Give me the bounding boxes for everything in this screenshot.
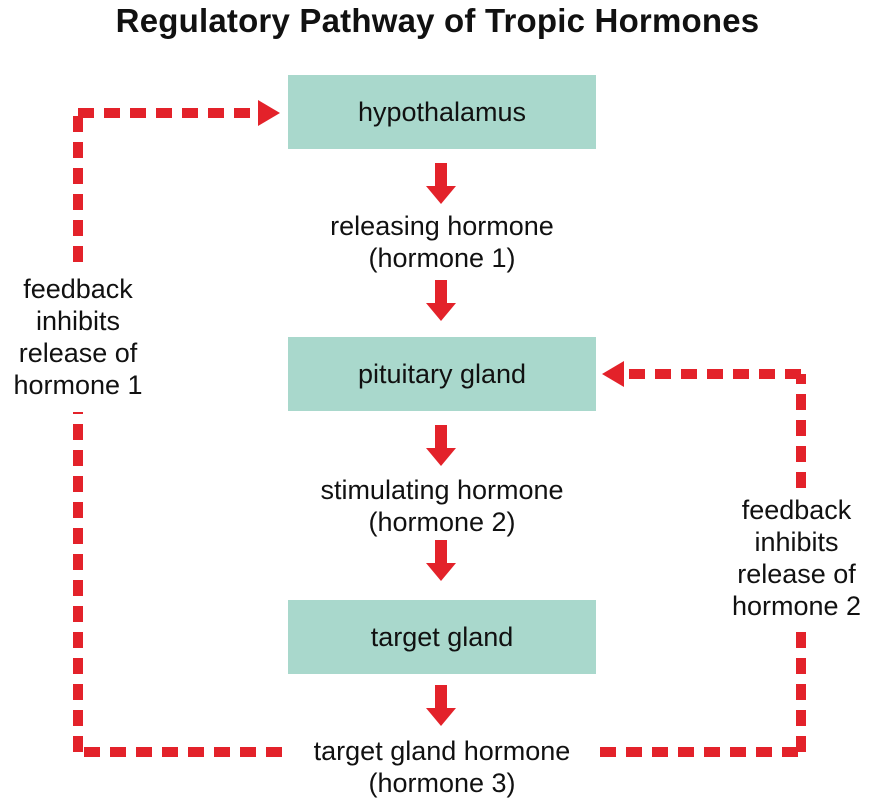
hormone-2-label: stimulating hormone (hormone 2) (270, 474, 614, 538)
feedback-left-line-2: inhibits (35, 306, 121, 336)
feedback-right-line-2: inhibits (754, 527, 839, 557)
feedback-loop-right (600, 369, 806, 757)
arrow-target-to-h3 (426, 685, 456, 726)
feedback-left-line-4: hormone 1 (13, 370, 143, 400)
pituitary-box: pituitary gland (288, 337, 596, 411)
feedback-left-line-3: release of (18, 338, 138, 368)
arrow-pituitary-to-h2 (426, 425, 456, 466)
diagram-title: Regulatory Pathway of Tropic Hormones (115, 2, 760, 39)
target-gland-box: target gland (288, 600, 596, 674)
hormone-1-number: (hormone 1) (368, 243, 516, 273)
hormone-1-name: releasing hormone (330, 211, 554, 241)
feedback-right-line-3: release of (737, 559, 856, 589)
feedback-right-line-1: feedback (741, 495, 852, 525)
arrow-hypothalamus-to-h1 (426, 163, 456, 204)
arrow-h2-to-target (426, 540, 456, 581)
hormone-3-name: target gland hormone (313, 736, 571, 766)
target-gland-label: target gland (370, 621, 514, 652)
feedback-right-label: feedback inhibits release of hormone 2 (718, 494, 875, 622)
feedback-left-label: feedback inhibits release of hormone 1 (0, 273, 156, 401)
feedback-left-arrowhead (258, 100, 280, 126)
hormone-2-name: stimulating hormone (320, 475, 564, 505)
feedback-left-line-1: feedback (23, 274, 133, 304)
hypothalamus-label: hypothalamus (357, 96, 527, 127)
feedback-loop-left (73, 108, 282, 757)
arrow-h1-to-pituitary (426, 280, 456, 321)
hypothalamus-box: hypothalamus (288, 75, 596, 149)
hormone-3-number: (hormone 3) (368, 768, 516, 798)
feedback-right-line-4: hormone 2 (731, 591, 862, 621)
hormone-1-label: releasing hormone (hormone 1) (290, 210, 594, 274)
feedback-right-arrowhead (602, 361, 624, 387)
hormone-3-label: target gland hormone (hormone 3) (262, 735, 622, 799)
hormone-2-number: (hormone 2) (368, 507, 516, 537)
pituitary-label: pituitary gland (357, 358, 527, 389)
